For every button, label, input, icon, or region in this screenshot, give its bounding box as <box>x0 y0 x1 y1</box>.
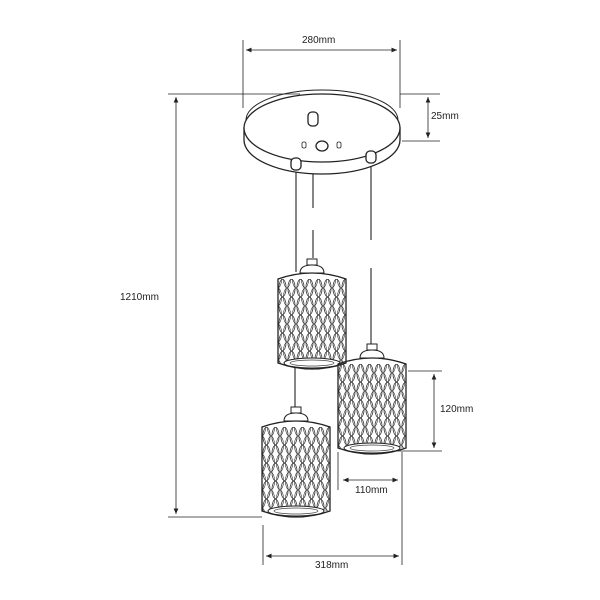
canopy-height-label: 25mm <box>431 111 459 122</box>
lamp-shade-right <box>337 343 407 455</box>
ceiling-canopy <box>243 89 401 175</box>
pendant-cords <box>294 125 372 410</box>
lamp-shade-bottom <box>261 406 331 518</box>
canopy-width-label: 280mm <box>302 35 336 46</box>
total-height-label: 1210mm <box>120 292 159 303</box>
lamp-shade-top <box>277 258 347 370</box>
dimension-lines <box>168 40 442 565</box>
shade-width-label: 110mm <box>355 485 388 496</box>
shade-height-label: 120mm <box>440 404 474 415</box>
overall-width-label: 318mm <box>315 560 349 571</box>
